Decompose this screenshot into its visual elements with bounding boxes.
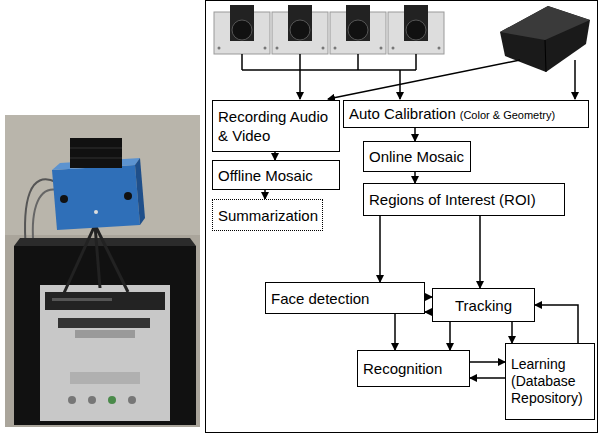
node-label: Online Mosaic [369, 147, 464, 166]
camera-icons [214, 5, 444, 54]
process-box: Face detection [265, 282, 425, 314]
flow-arrow [379, 216, 381, 282]
process-box: Recording Audio & Video [212, 100, 340, 152]
flow-arrow [425, 296, 432, 298]
process-box: Online Mosaic [363, 141, 471, 172]
flow-arrow [535, 305, 578, 343]
flow-arrow [394, 314, 396, 350]
process-box: Offline Mosaic [212, 160, 340, 190]
storage-box: Learning (Database Repository) [505, 343, 595, 420]
device-photo [5, 115, 200, 427]
node-label: Auto Calibration [349, 104, 456, 123]
node-label: (Color & Geometry) [460, 106, 555, 125]
node-label: Recognition [363, 359, 442, 378]
flow-arrow [479, 216, 481, 288]
flow-arrow [470, 377, 505, 379]
node-label: Face detection [271, 289, 369, 308]
node-label: Tracking [455, 296, 512, 315]
optional-box: Summarization [212, 199, 323, 231]
node-label: Summarization [218, 206, 318, 225]
node-label: Offline Mosaic [218, 166, 313, 185]
flow-arrow [264, 190, 266, 199]
flow-arrow [425, 312, 432, 313]
panel-frame [206, 1, 598, 433]
microphone-icon [500, 6, 590, 72]
flow-arrow [511, 322, 513, 343]
flow-arrow [449, 322, 451, 350]
process-box: Tracking [432, 288, 535, 322]
node-label: Regions of Interest (ROI) [369, 190, 536, 209]
flow-arrow [414, 128, 416, 141]
flow-arrow [414, 172, 416, 183]
flow-arrow [470, 361, 505, 363]
process-box: Recognition [357, 350, 470, 387]
node-label: Recording Audio & Video [218, 107, 334, 145]
process-box: Regions of Interest (ROI) [363, 183, 565, 216]
flow-arrow [274, 152, 276, 160]
input-wires [242, 54, 575, 99]
node-label: Learning (Database Repository) [511, 356, 589, 407]
process-box: Auto Calibration(Color & Geometry) [343, 100, 589, 128]
